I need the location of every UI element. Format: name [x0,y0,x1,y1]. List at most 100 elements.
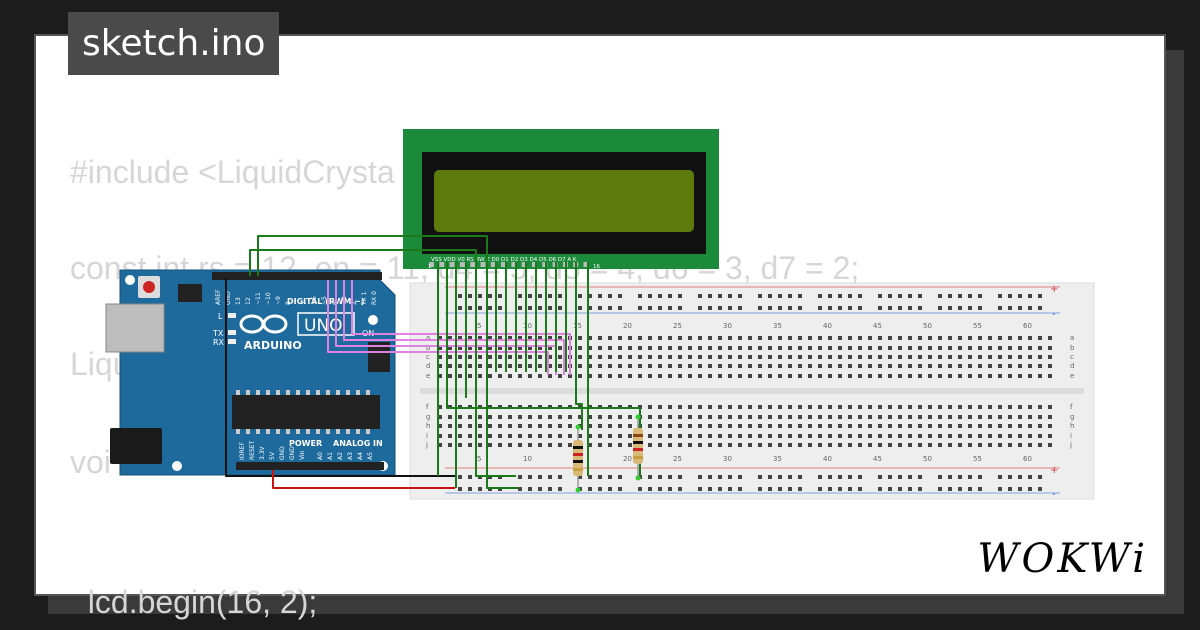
resistor[interactable] [633,414,643,481]
rx-led [228,339,236,344]
column-number: 10 [523,455,532,463]
row-letter: f [426,403,429,411]
lcd-16x2[interactable]: VSS VDD V0 RS RW E D0 D1 D2 D3 D4 D5 D6 … [403,129,719,270]
column-number: 15 [573,322,582,330]
power-pin-label: 5V [269,451,276,460]
analog-pin-label: A5 [367,452,374,460]
gnd-pin-label: GND [225,291,232,305]
row-letter: c [426,353,430,361]
column-number: 30 [723,455,732,463]
analog-label: ANALOG IN [333,439,383,448]
digital-pin-label: 2 [351,301,358,305]
row-letter: d [1070,362,1074,370]
breadboard-holes [438,294,1052,491]
l-led [228,313,236,318]
wires[interactable] [225,235,641,489]
row-letter: i [1070,432,1072,440]
row-letter: i [426,432,428,440]
board-model: UNO [304,316,343,336]
aref-pin-label: AREF [215,289,222,305]
resistor[interactable] [573,424,583,493]
row-letter: g [1070,413,1074,421]
row-letter: j [1069,441,1072,449]
power-label: POWER [289,439,322,448]
power-pin-label: Vin [299,450,306,460]
analog-pin-label: A4 [357,452,364,460]
column-number: 5 [477,322,481,330]
tx-led [228,330,236,335]
row-letter: e [1070,372,1074,380]
l-label: L [218,312,223,321]
minus-label: - [1052,309,1056,320]
breadboard[interactable]: + - + - 5 10 15 20 25 30 35 40 45 50 55 … [409,282,1095,500]
row-letter: h [1070,422,1074,430]
icsp-header [178,284,202,302]
row-letter: b [1070,344,1075,352]
lcd-pin-labels: VSS VDD V0 RS RW E D0 D1 D2 D3 D4 D5 D6 … [431,257,577,263]
plus-label: + [1050,284,1058,295]
row-letter: b [426,344,431,352]
reset-button-cap[interactable] [143,281,155,293]
column-number: 5 [477,455,481,463]
digital-pin-label: ~10 [265,292,272,305]
power-pin-label: GND [289,446,296,460]
icsp-header [368,342,390,372]
row-letter: c [1070,353,1074,361]
power-pin-label: GND [279,446,286,460]
digital-pin-label: ~6 [311,296,318,305]
digital-pin-label: 4 [331,301,338,305]
analog-pin-label: A1 [327,452,334,460]
arduino-infinity-logo [239,314,288,334]
digital-header [212,272,382,280]
power-pin-label: IOREF [239,442,246,460]
column-number: 60 [1023,455,1032,463]
code-line: voi [70,444,111,480]
digital-pin-label: 12 [245,297,252,305]
column-number: 35 [773,455,782,463]
column-number: 45 [873,455,882,463]
column-number: 40 [823,322,832,330]
column-number: 55 [973,322,982,330]
file-tab[interactable]: sketch.ino [68,12,280,75]
column-number: 50 [923,322,932,330]
digital-pin-label: ~5 [321,296,328,305]
digital-label: DIGITAL (PWM ~) [287,297,365,306]
digital-pin-label: RX 0 [371,291,378,305]
column-number: 20 [623,322,632,330]
mount-hole [368,315,378,325]
column-number: 25 [673,322,682,330]
column-number: 60 [1023,322,1032,330]
code-line: #include <LiquidCrysta [70,154,395,190]
row-letter: j [425,441,428,449]
column-number: 30 [723,322,732,330]
row-letter: e [426,372,430,380]
power-pin-label: 3.3V [259,445,266,460]
mount-hole [125,275,135,285]
usb-port [105,303,165,353]
arduino-brand: ARDUINO [244,339,302,352]
plus-label: + [1050,465,1058,476]
row-letter: a [426,334,430,342]
column-number: 40 [823,455,832,463]
lcd-pin-first: 1 [428,264,432,270]
mount-hole [172,461,182,471]
row-letter: d [426,362,430,370]
analog-pin-label: A3 [347,452,354,460]
column-number: 25 [673,455,682,463]
column-number: 45 [873,322,882,330]
column-number: 10 [523,322,532,330]
wokwi-logo: WOKWi [977,536,1148,582]
analog-pin-label: A0 [317,452,324,460]
row-letter: h [426,422,430,430]
row-letter: a [1070,334,1074,342]
power-analog-header [236,462,384,470]
column-number: 20 [623,455,632,463]
column-number: 55 [973,455,982,463]
column-number: 35 [773,322,782,330]
digital-pin-label: 8 [285,301,292,305]
digital-pin-label: ~9 [275,296,282,305]
column-number: 50 [923,455,932,463]
digital-pin-label: ~11 [255,292,262,305]
arduino-uno-board[interactable]: ARDUINO UNO ON TX RX L DIGITAL (PWM ~) P… [105,269,396,476]
